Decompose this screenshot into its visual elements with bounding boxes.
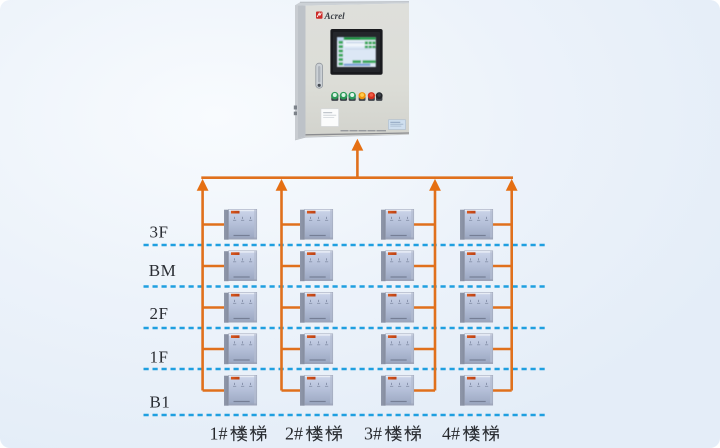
svg-text:BM: BM	[149, 261, 176, 280]
svg-text:2F: 2F	[150, 304, 169, 323]
svg-text:3#: 3#	[364, 424, 382, 444]
svg-text:2#: 2#	[285, 424, 303, 444]
svg-text:4#: 4#	[442, 424, 460, 444]
svg-text:1#: 1#	[210, 424, 228, 444]
svg-text:3F: 3F	[150, 223, 169, 242]
svg-text:Acrel: Acrel	[324, 11, 346, 21]
svg-text:B1: B1	[150, 392, 171, 411]
svg-text:1F: 1F	[150, 347, 169, 366]
